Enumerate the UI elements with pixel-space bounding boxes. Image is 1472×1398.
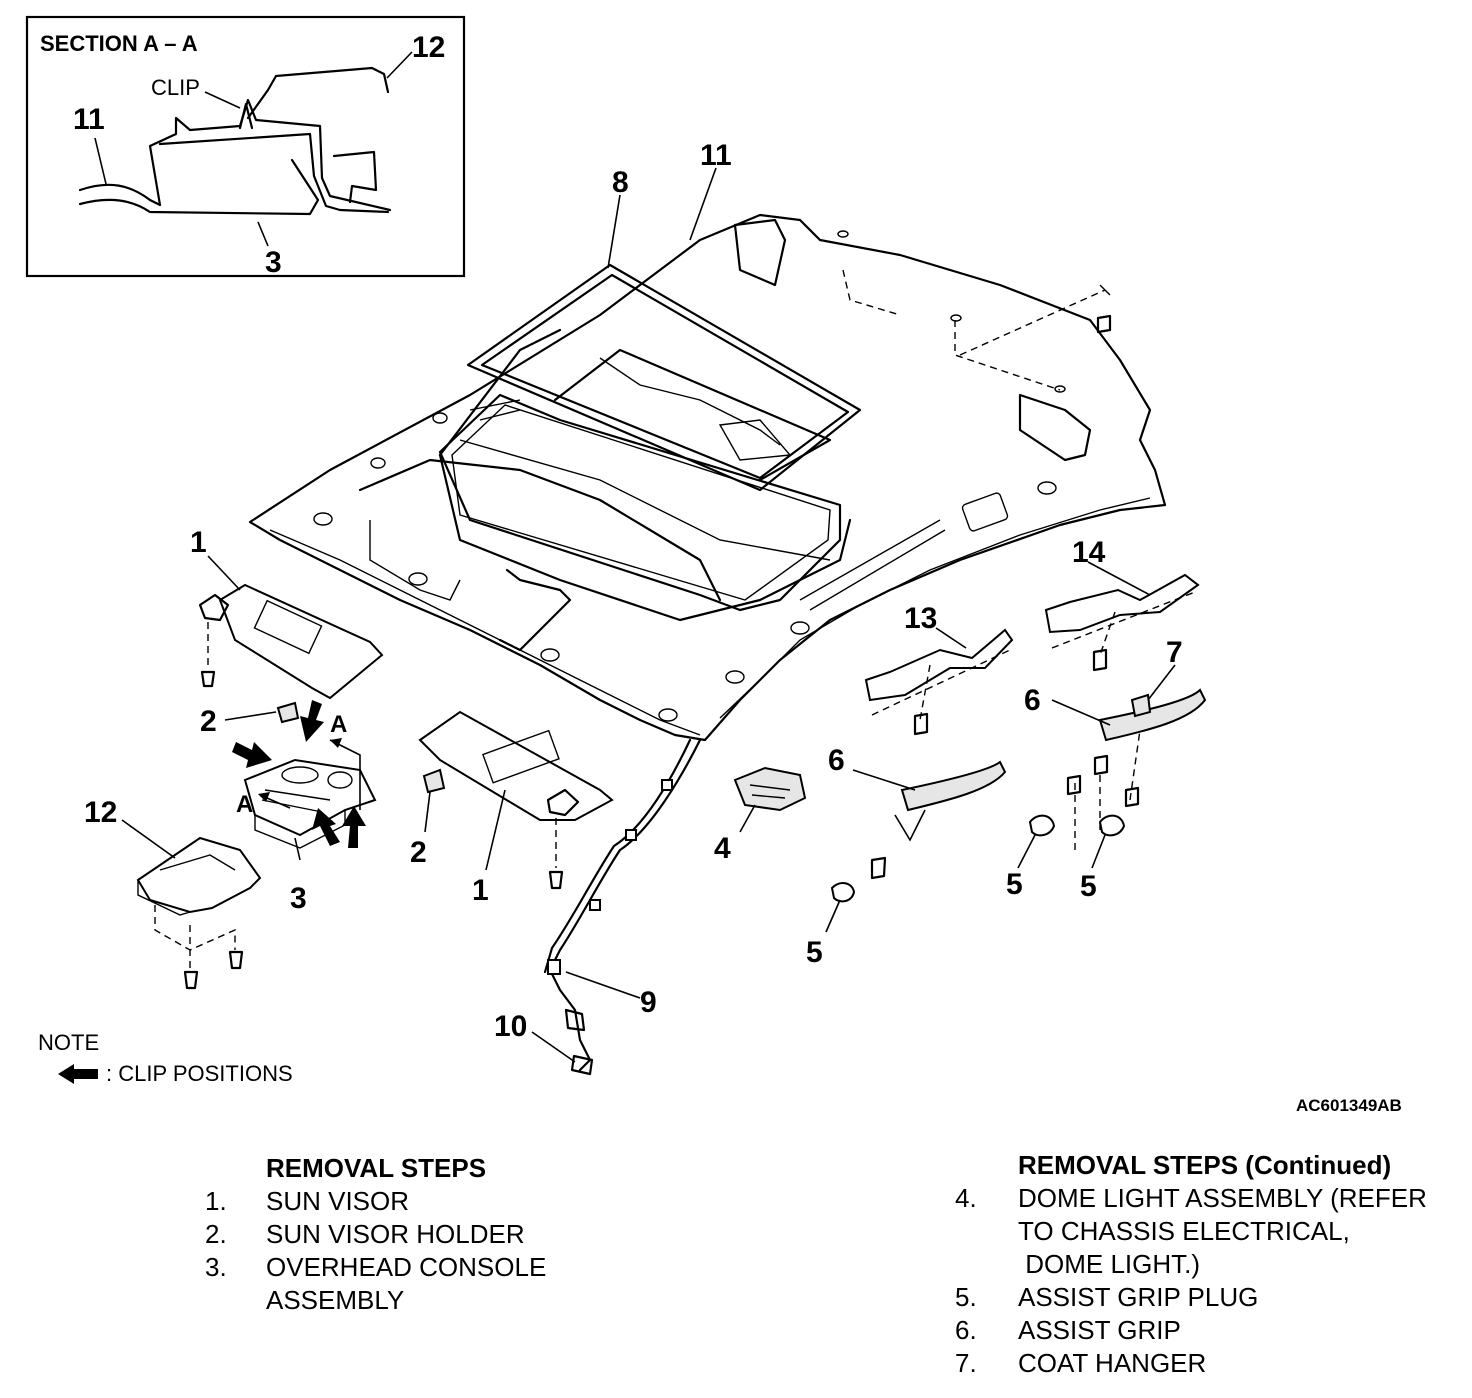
sunroof-opening-trim bbox=[438, 263, 862, 612]
screw-visor-left bbox=[200, 670, 216, 688]
step-5: 5. ASSIST GRIP PLUG bbox=[955, 1281, 1460, 1314]
wiring-harness bbox=[498, 568, 702, 1076]
sun-visor-holder-right bbox=[422, 768, 446, 794]
dome-light-assembly bbox=[733, 766, 807, 812]
overhead-console bbox=[243, 758, 377, 861]
callout-10: 10 bbox=[494, 1010, 527, 1043]
screw-visor-right bbox=[548, 870, 564, 890]
console-bracket bbox=[136, 836, 262, 990]
harness-connector bbox=[547, 959, 561, 975]
grip-bracket-14 bbox=[1044, 573, 1200, 672]
figure-id: AC601349AB bbox=[1296, 1096, 1402, 1115]
grip-bracket-13 bbox=[864, 628, 1014, 736]
step-number: 3. bbox=[205, 1252, 227, 1282]
harness-end-connector bbox=[570, 1054, 594, 1076]
section-callout-3: 3 bbox=[265, 246, 282, 279]
section-a-a-inset: SECTION A – A CLIP 12 11 3 bbox=[25, 15, 466, 279]
rear-bracket-right bbox=[1018, 393, 1092, 462]
step-number: 5. bbox=[955, 1282, 977, 1312]
removal-steps-continued-heading: REMOVAL STEPS (Continued) bbox=[1018, 1150, 1392, 1180]
step-text: COAT HANGER bbox=[1018, 1348, 1207, 1378]
step-text-continued: TO CHASSIS ELECTRICAL, bbox=[1018, 1216, 1350, 1246]
step-text: ASSIST GRIP PLUG bbox=[1018, 1282, 1259, 1312]
step-1: 1. SUN VISOR bbox=[205, 1185, 625, 1218]
view-a-label-top: A bbox=[330, 711, 347, 738]
step-number: 6. bbox=[955, 1315, 977, 1345]
rear-bracket-left bbox=[733, 218, 787, 287]
callout-1-right: 1 bbox=[472, 874, 489, 907]
step-number: 7. bbox=[955, 1348, 977, 1378]
removal-steps-continued: REMOVAL STEPS (Continued) 4. DOME LIGHT … bbox=[955, 1149, 1460, 1389]
removal-steps: REMOVAL STEPS 1. SUN VISOR 2. SUN VISOR … bbox=[205, 1152, 625, 1322]
clip-arrow-icon bbox=[58, 1064, 98, 1084]
callout-2-right: 2 bbox=[410, 836, 427, 869]
step-text: DOME LIGHT ASSEMBLY (REFER bbox=[1018, 1183, 1427, 1213]
callout-11: 11 bbox=[700, 139, 732, 172]
removal-steps-heading: REMOVAL STEPS bbox=[266, 1153, 487, 1183]
callout-5-c: 5 bbox=[1080, 870, 1097, 903]
sun-visor-holder-left bbox=[276, 701, 300, 724]
callout-13: 13 bbox=[904, 602, 937, 635]
step-text-continued: ASSEMBLY bbox=[266, 1285, 405, 1315]
callout-6-b: 6 bbox=[1024, 684, 1041, 717]
step-number: 1. bbox=[205, 1186, 227, 1216]
rear-clip bbox=[1096, 314, 1112, 334]
assist-grip-plug-b bbox=[1028, 814, 1056, 837]
note-title: NOTE bbox=[38, 1030, 99, 1055]
note-legend: NOTE : CLIP POSITIONS bbox=[38, 1030, 293, 1086]
note-legend-text: : CLIP POSITIONS bbox=[106, 1061, 293, 1086]
step-2: 2. SUN VISOR HOLDER bbox=[205, 1218, 625, 1251]
callout-7: 7 bbox=[1166, 636, 1183, 669]
step-text: SUN VISOR bbox=[266, 1186, 410, 1216]
step-number: 2. bbox=[205, 1219, 227, 1249]
view-a-label-left: A bbox=[236, 791, 253, 818]
coat-hanger bbox=[1130, 693, 1152, 718]
step-6: 6. ASSIST GRIP bbox=[955, 1314, 1460, 1347]
sun-visor-right bbox=[418, 710, 614, 890]
callout-5-b: 5 bbox=[1006, 868, 1023, 901]
clip-label: CLIP bbox=[151, 75, 200, 100]
callout-2-left: 2 bbox=[200, 705, 217, 738]
callout-3: 3 bbox=[290, 882, 307, 915]
assist-grip-front bbox=[870, 760, 1007, 880]
step-text: OVERHEAD CONSOLE bbox=[266, 1252, 547, 1282]
callout-14: 14 bbox=[1072, 536, 1106, 569]
callout-5-a: 5 bbox=[806, 936, 823, 969]
callout-8: 8 bbox=[612, 166, 629, 199]
step-3: 3. OVERHEAD CONSOLE ASSEMBLY bbox=[205, 1251, 625, 1317]
section-title: SECTION A – A bbox=[40, 31, 198, 56]
step-text-continued: DOME LIGHT.) bbox=[1018, 1249, 1201, 1279]
clip-position-arrows bbox=[232, 700, 366, 848]
assist-grip-plug-c bbox=[1098, 814, 1126, 837]
callout-1-left: 1 bbox=[190, 526, 207, 559]
leader-lines bbox=[121, 167, 1176, 1063]
callout-4: 4 bbox=[714, 832, 731, 865]
step-7: 7. COAT HANGER bbox=[955, 1347, 1460, 1380]
step-text: ASSIST GRIP bbox=[1018, 1315, 1181, 1345]
step-text: SUN VISOR HOLDER bbox=[266, 1219, 525, 1249]
headliner bbox=[248, 213, 1167, 742]
callout-12: 12 bbox=[84, 796, 117, 829]
section-bracket-12 bbox=[246, 66, 390, 120]
step-4: 4. DOME LIGHT ASSEMBLY (REFER TO CHASSIS… bbox=[955, 1182, 1460, 1281]
step-number: 4. bbox=[955, 1183, 977, 1213]
assist-grip-plug-a bbox=[830, 882, 856, 903]
section-callout-11: 11 bbox=[73, 103, 105, 136]
section-callout-12: 12 bbox=[412, 31, 445, 64]
callout-9: 9 bbox=[640, 986, 657, 1019]
callout-numbers: 1 1 2 2 3 4 5 5 5 6 6 7 8 9 10 11 12 13 … bbox=[84, 139, 1183, 1043]
sun-visor-left bbox=[198, 583, 384, 700]
callout-6-a: 6 bbox=[828, 744, 845, 777]
section-clip bbox=[238, 102, 254, 130]
